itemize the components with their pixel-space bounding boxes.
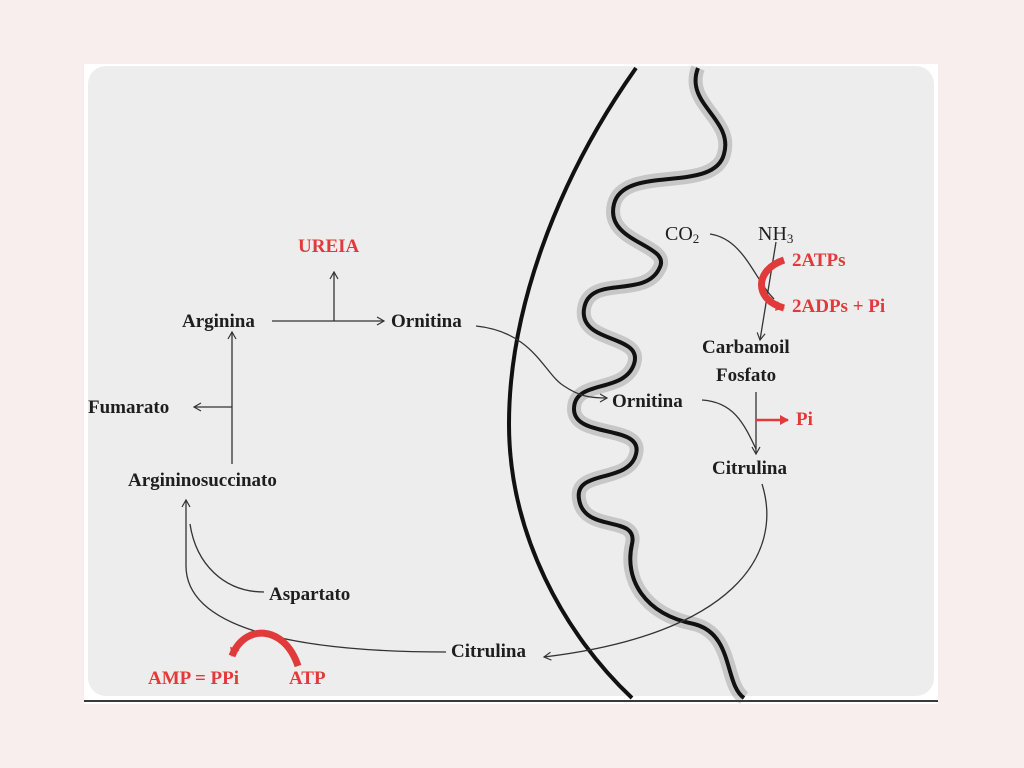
red-arrow-atp-amp <box>228 629 302 668</box>
label-co2-subscript: 2 <box>692 231 700 246</box>
outer-membrane-line <box>506 66 638 700</box>
label-nh3: NH3 <box>758 224 793 249</box>
inner-membrane-line <box>571 67 746 700</box>
arrow-citrulina-argininosuccinato <box>181 498 447 653</box>
label-co2-main: CO <box>665 223 693 245</box>
label-nh3-subscript: 3 <box>786 231 794 246</box>
label-2atps: 2ATPs <box>792 250 846 271</box>
label-citrulina-cytosol: Citrulina <box>451 641 526 662</box>
label-atp: ATP <box>289 668 326 689</box>
label-ornitina-cytosol: Ornitina <box>391 311 462 332</box>
slide: UREIA Arginina Ornitina Fumarato Arginin… <box>84 64 938 704</box>
label-argininosuccinato: Argininosuccinato <box>128 470 277 491</box>
label-ureia: UREIA <box>298 236 360 257</box>
arrow-ornitina-to-citrulina <box>701 399 757 450</box>
label-nh3-main: NH <box>758 223 787 245</box>
label-fumarato: Fumarato <box>88 397 170 418</box>
label-carbamoil: Carbamoil <box>702 337 790 358</box>
arrow-nh3-to-carbamoil <box>756 241 777 342</box>
label-pi: Pi <box>796 409 813 430</box>
red-arrow-atp-adp <box>758 256 786 312</box>
label-ornitina-mito: Ornitina <box>612 391 683 412</box>
label-fosfato: Fosfato <box>716 365 777 386</box>
arrow-ornitina-into-mito <box>475 325 609 403</box>
bottom-divider <box>84 700 938 702</box>
label-citrulina-mito: Citrulina <box>712 458 787 479</box>
urea-cycle-diagram <box>181 65 789 704</box>
arrow-citrulina-out-of-mito <box>542 483 768 661</box>
label-amp-ppi: AMP = PPi <box>148 668 240 689</box>
label-aspartato: Aspartato <box>269 584 351 605</box>
label-2adps-pi: 2ADPs + Pi <box>792 296 886 317</box>
curve-aspartato-join <box>189 523 265 593</box>
label-co2: CO2 <box>665 224 699 249</box>
label-arginina: Arginina <box>182 311 255 332</box>
